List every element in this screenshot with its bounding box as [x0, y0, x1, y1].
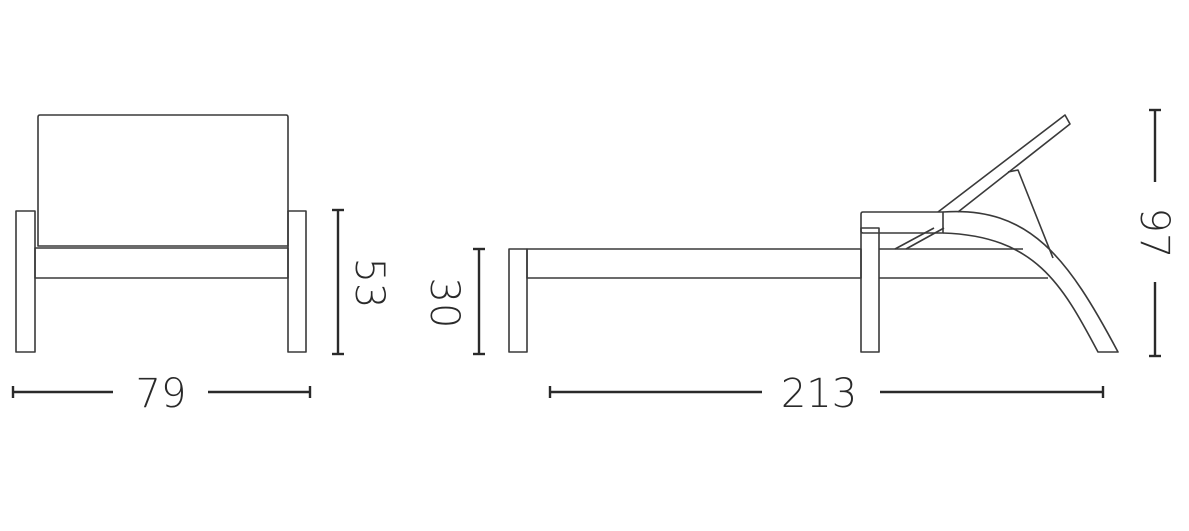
- dimension-side-seat-height: 30: [421, 247, 485, 356]
- side-curved-arm: [942, 210, 1119, 353]
- dimension-front-height: 53: [332, 208, 392, 356]
- side-rear-rail: [879, 248, 1048, 279]
- front-left-leg: [15, 210, 36, 353]
- side-backrest: [937, 114, 1071, 213]
- side-backrest-strut: [894, 169, 1054, 259]
- dimension-side-length: 213: [548, 371, 1105, 417]
- dim-label-79: 79: [136, 371, 187, 417]
- front-right-leg: [287, 210, 307, 353]
- side-rear-leg: [860, 227, 880, 353]
- side-head-cushion: [860, 211, 944, 234]
- side-seat-rail: [526, 248, 862, 279]
- side-front-leg: [508, 248, 528, 353]
- side-view: [508, 114, 1119, 353]
- front-seat-crossbar: [34, 247, 289, 279]
- dim-label-213: 213: [781, 371, 857, 417]
- dim-label-97: 97: [1131, 208, 1177, 259]
- dim-label-53: 53: [346, 258, 392, 309]
- dim-label-30: 30: [421, 278, 467, 329]
- front-view: [15, 114, 307, 353]
- dimension-side-height: 97: [1131, 108, 1177, 358]
- dimension-front-width: 79: [11, 371, 312, 417]
- front-backrest-cushion: [37, 114, 289, 247]
